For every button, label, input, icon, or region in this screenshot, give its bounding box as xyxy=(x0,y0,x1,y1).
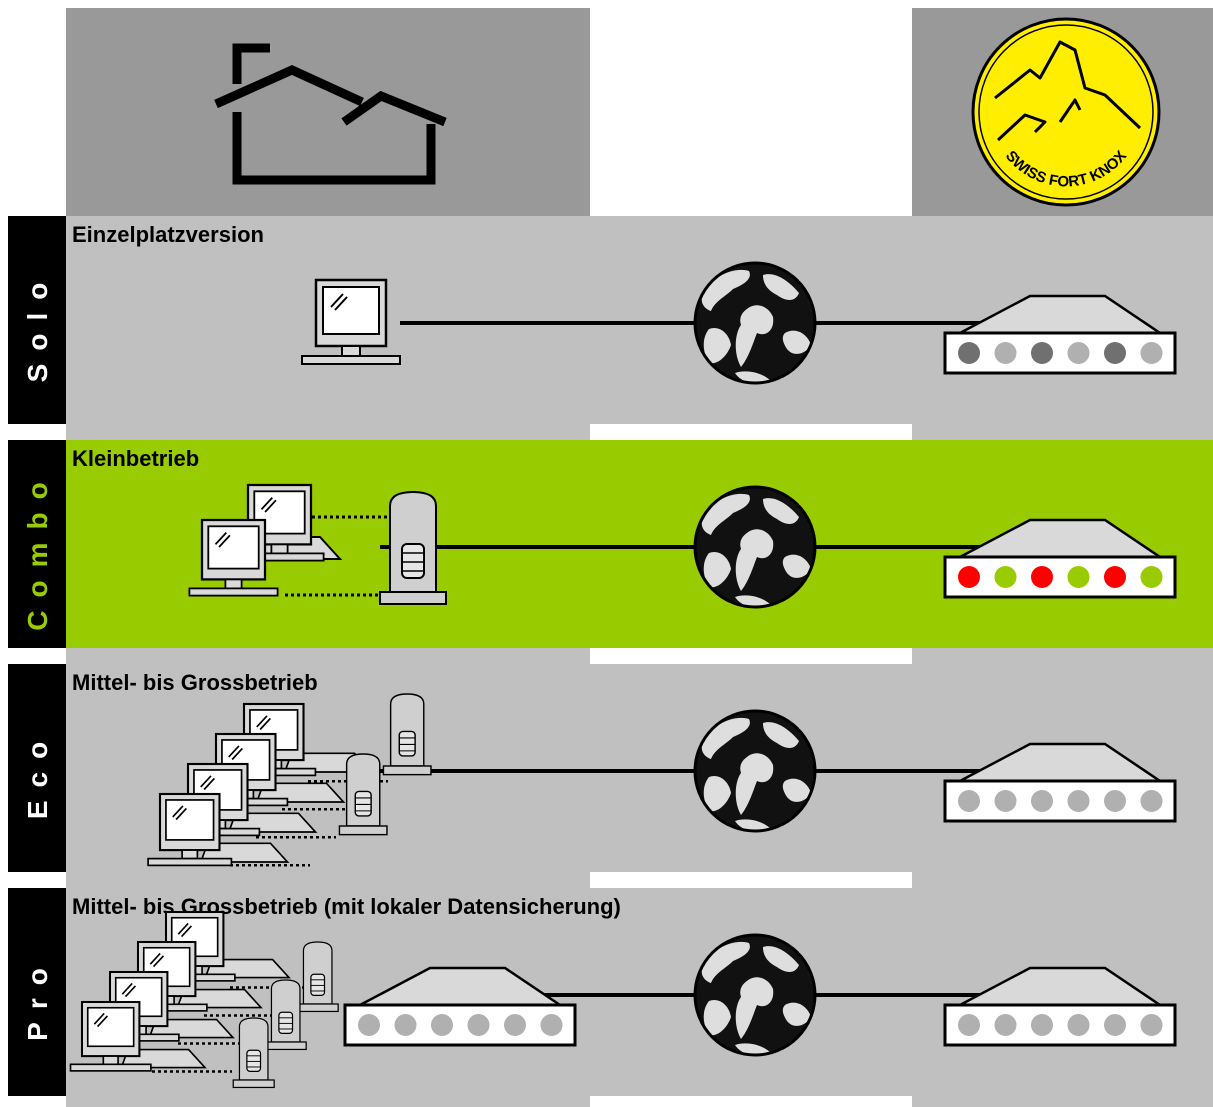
globe-icon xyxy=(695,711,815,831)
remote-backup-device xyxy=(943,518,1177,599)
status-led xyxy=(994,1014,1017,1036)
status-led xyxy=(1140,790,1163,812)
server-icon xyxy=(338,753,388,836)
status-led xyxy=(994,566,1017,588)
server-icon xyxy=(382,693,432,776)
remote-backup-device xyxy=(943,742,1177,823)
remote-backup-device xyxy=(943,966,1177,1047)
status-led xyxy=(1067,1014,1090,1036)
row-title: Kleinbetrieb xyxy=(72,446,199,471)
local-backup-device xyxy=(343,966,577,1047)
server-icon xyxy=(232,1017,275,1089)
status-led xyxy=(1104,790,1126,812)
status-led xyxy=(1031,342,1053,364)
column-stub-left xyxy=(66,424,590,440)
status-led xyxy=(358,1014,380,1036)
globe-icon xyxy=(695,487,815,607)
status-led xyxy=(1140,1014,1163,1036)
status-led xyxy=(540,1014,563,1036)
server-icon xyxy=(264,979,307,1051)
status-led xyxy=(994,342,1017,364)
status-led xyxy=(958,790,980,812)
status-led xyxy=(1104,342,1126,364)
side-label: Combo xyxy=(22,469,53,630)
row-eco: Eco Mittel- bis Grossbetrieb xyxy=(8,664,1213,888)
status-led xyxy=(1031,1014,1053,1036)
status-led xyxy=(431,1014,453,1036)
side-tab xyxy=(8,888,66,1096)
status-led xyxy=(1067,566,1090,588)
column-stub-right xyxy=(912,648,1213,664)
server-icon xyxy=(379,491,447,605)
side-label: Eco xyxy=(22,729,53,819)
status-led xyxy=(1067,790,1090,812)
row-title: Mittel- bis Grossbetrieb xyxy=(72,670,318,695)
globe-icon xyxy=(695,935,815,1055)
status-led xyxy=(1140,566,1163,588)
swiss-fort-knox-logo: SWISS FORT KNOX xyxy=(971,17,1161,207)
column-stub-left xyxy=(66,648,590,664)
status-led xyxy=(1031,566,1053,588)
header-left-panel xyxy=(66,8,590,216)
status-led xyxy=(504,1014,526,1036)
status-led xyxy=(958,342,980,364)
column-stub-left xyxy=(66,1096,590,1107)
side-label: Pro xyxy=(22,955,53,1041)
status-led xyxy=(394,1014,417,1036)
status-led xyxy=(1104,566,1126,588)
status-led xyxy=(1104,1014,1126,1036)
matterhorn-icon xyxy=(994,40,1142,142)
status-led xyxy=(1031,790,1053,812)
globe-icon xyxy=(695,263,815,383)
status-led xyxy=(1140,342,1163,364)
side-label: Solo xyxy=(22,270,53,383)
status-led xyxy=(958,1014,980,1036)
side-tab xyxy=(8,664,66,872)
status-led xyxy=(1067,342,1090,364)
status-led xyxy=(467,1014,490,1036)
status-led xyxy=(958,566,980,588)
house-icon xyxy=(214,43,447,185)
side-tab xyxy=(8,216,66,424)
row-solo: Solo Einzelplatzversion xyxy=(8,216,1213,440)
status-led xyxy=(994,790,1017,812)
side-tab xyxy=(8,440,66,648)
server-icon xyxy=(296,941,339,1013)
column-stub-left xyxy=(66,872,590,888)
column-stub-right xyxy=(912,424,1213,440)
row-pro: Pro Mittel- bis Grossbetrieb (mit lokaler… xyxy=(8,888,1213,1107)
row-combo: Combo Kleinbetrieb xyxy=(8,440,1213,664)
column-stub-right xyxy=(912,872,1213,888)
remote-backup-device xyxy=(943,294,1177,375)
row-title: Mittel- bis Grossbetrieb (mit lokaler Da… xyxy=(72,894,621,919)
row-title: Einzelplatzversion xyxy=(72,222,264,247)
column-stub-right xyxy=(912,1096,1213,1107)
